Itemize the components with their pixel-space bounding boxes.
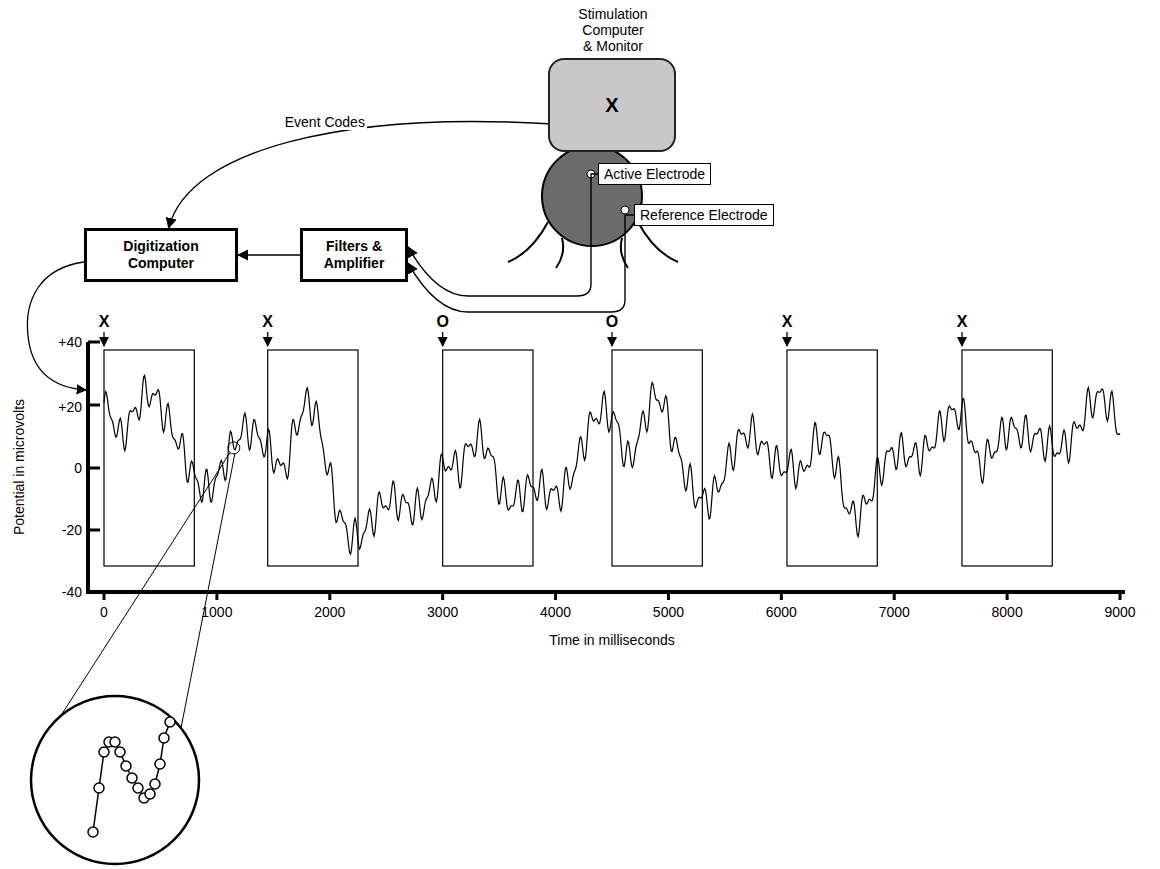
data-arrow xyxy=(27,262,86,390)
axis-label: 5000 xyxy=(653,604,684,620)
electrode-dot xyxy=(621,206,629,214)
tick xyxy=(1119,592,1122,600)
onset-arrow xyxy=(611,332,612,346)
zoom-line xyxy=(181,454,235,728)
sample-point xyxy=(159,733,169,743)
axis-label: 7000 xyxy=(879,604,910,620)
axis-title: Potential in microvolts xyxy=(11,399,27,535)
connector xyxy=(408,215,634,312)
process-box: Filters & Amplifier xyxy=(300,228,408,282)
axis-label: 0 xyxy=(100,604,108,620)
sample-point xyxy=(155,759,165,769)
axis-label: -40 xyxy=(62,584,82,600)
process-box: Digitization Computer xyxy=(84,228,238,282)
axis-label: 0 xyxy=(74,460,82,476)
sample-point xyxy=(99,747,109,757)
tick xyxy=(441,592,444,600)
axis-label: -20 xyxy=(62,522,82,538)
sample-point xyxy=(127,773,137,783)
sample-point xyxy=(110,737,120,747)
tick xyxy=(893,592,896,600)
sample-point xyxy=(165,717,175,727)
axis-label: 1000 xyxy=(201,604,232,620)
sample-point xyxy=(133,783,143,793)
axis-label: +20 xyxy=(58,399,82,415)
axis-label: +40 xyxy=(58,334,82,350)
onset-arrow xyxy=(961,332,962,346)
connector xyxy=(238,254,300,255)
monitor-title: Stimulation Computer & Monitor xyxy=(576,6,650,54)
eeg-trace xyxy=(104,376,1120,555)
onset-arrow xyxy=(103,332,104,346)
axes xyxy=(86,342,1125,594)
tick xyxy=(1006,592,1009,600)
axis-label: Time in milliseconds xyxy=(549,632,675,648)
stimulus-marker: X xyxy=(782,314,793,330)
box-label: Filters & Amplifier xyxy=(315,238,393,272)
monitor-node: Stimulation Computer & MonitorX xyxy=(548,6,678,152)
sample-line xyxy=(93,722,170,832)
onset-arrow xyxy=(267,332,268,346)
tick xyxy=(554,592,557,600)
monitor-screen: X xyxy=(548,58,676,152)
electrode-name: Active Electrode xyxy=(604,166,705,182)
zoom-circle xyxy=(31,696,199,864)
monitor-symbol: X xyxy=(605,94,618,117)
tick xyxy=(667,592,670,600)
tick xyxy=(328,592,331,600)
epoch-box xyxy=(962,350,1052,566)
x-ticks xyxy=(104,592,1120,600)
axis-label: 6000 xyxy=(766,604,797,620)
connector xyxy=(169,122,548,228)
stimulus-marker: X xyxy=(957,314,968,330)
zoom-inset xyxy=(31,442,240,864)
electrode-label: Reference Electrode xyxy=(634,204,774,226)
axis-label: 4000 xyxy=(540,604,571,620)
onset-arrow xyxy=(786,332,787,346)
tick xyxy=(215,592,218,600)
onset-arrow xyxy=(442,332,443,346)
box-label: Digitization Computer xyxy=(99,238,223,272)
zoom-spot xyxy=(228,442,240,454)
tick xyxy=(103,592,106,600)
electrode-label: Active Electrode xyxy=(598,163,711,185)
eeg-waveform xyxy=(104,376,1120,555)
connector xyxy=(408,174,598,296)
sample-point xyxy=(115,747,125,757)
epoch-box xyxy=(104,350,194,566)
sample-point xyxy=(121,761,131,771)
axis-label: 2000 xyxy=(314,604,345,620)
sample-point xyxy=(145,789,155,799)
stimulus-marker: X xyxy=(99,314,110,330)
stimulus-marker: O xyxy=(606,314,618,330)
axis-label: 8000 xyxy=(992,604,1023,620)
edge-label: Event Codes xyxy=(283,114,367,130)
tick xyxy=(780,592,783,600)
zoom-line xyxy=(60,453,230,717)
epoch-box xyxy=(268,350,358,566)
axis-label: 9000 xyxy=(1104,604,1135,620)
sample-point xyxy=(94,783,104,793)
sample-point xyxy=(88,827,98,837)
stimulus-marker: O xyxy=(436,314,448,330)
axis-label: 3000 xyxy=(427,604,458,620)
electrode-name: Reference Electrode xyxy=(640,207,768,223)
stimulus-marker: X xyxy=(262,314,273,330)
sample-point xyxy=(150,779,160,789)
